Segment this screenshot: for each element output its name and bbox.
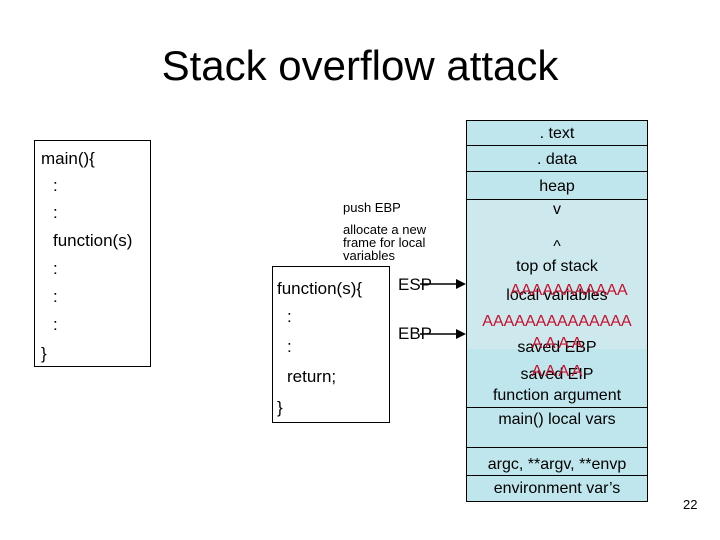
segment-text: . text bbox=[539, 125, 575, 142]
function-line-1: function(s){ bbox=[277, 279, 363, 298]
memory-stack: . text . data heap v ^ top of stack loca… bbox=[466, 120, 648, 502]
stack-gap-region bbox=[467, 199, 647, 349]
stack-growth-arrow: ^ bbox=[553, 238, 561, 255]
argc-argv-cell: argc, **argv, **envp bbox=[487, 456, 627, 473]
function-code-box: function(s){ : : return; } bbox=[272, 266, 390, 423]
slide-title: Stack overflow attack bbox=[161, 42, 559, 89]
main-local-vars-cell: main() local vars bbox=[498, 411, 616, 428]
overflow-ebp-text: A A A A bbox=[531, 335, 583, 352]
segment-data: . data bbox=[536, 151, 578, 168]
stack-divider-3 bbox=[467, 199, 647, 200]
function-line-5: } bbox=[277, 398, 283, 417]
page-number: 22 bbox=[683, 497, 698, 512]
ebp-arrow-head bbox=[456, 329, 466, 339]
esp-arrow-head bbox=[456, 279, 466, 289]
main-line-3: : bbox=[53, 203, 58, 222]
function-line-3: : bbox=[287, 337, 292, 356]
main-line-1: main(){ bbox=[41, 149, 95, 168]
local-variables-cell: local variables bbox=[506, 287, 608, 304]
function-argument-cell: function argument bbox=[492, 387, 622, 404]
stack-divider-4 bbox=[467, 407, 647, 408]
ebp-label: EBP bbox=[398, 324, 433, 343]
segment-heap: heap bbox=[539, 178, 575, 195]
overflow-fill-row: AAAAAAAAAAAAAA bbox=[482, 313, 632, 330]
main-line-2: : bbox=[53, 176, 58, 195]
main-line-6: : bbox=[53, 287, 58, 306]
allocate-note: allocate a new frame for local variables bbox=[343, 223, 426, 262]
allocate-note-line-1: allocate a new bbox=[343, 222, 427, 237]
main-line-7: : bbox=[53, 315, 58, 334]
stack-divider-5 bbox=[467, 447, 647, 448]
function-line-4: return; bbox=[287, 367, 337, 386]
allocate-note-line-3: variables bbox=[343, 248, 396, 263]
main-line-5: : bbox=[53, 259, 58, 278]
function-line-2: : bbox=[287, 307, 292, 326]
main-line-4: function(s) bbox=[53, 231, 133, 250]
saved-eip-cell: saved EIP bbox=[520, 366, 594, 383]
main-line-8: } bbox=[41, 344, 47, 363]
main-code-box: main(){ : : function(s) : : : } bbox=[34, 140, 151, 367]
heap-growth-arrow: v bbox=[553, 201, 561, 218]
stack-divider-1 bbox=[467, 145, 647, 146]
top-of-stack-label: top of stack bbox=[516, 258, 598, 275]
saved-ebp-cell: saved EBP bbox=[517, 339, 597, 356]
stack-divider-2 bbox=[467, 171, 647, 172]
push-ebp-note: push EBP bbox=[343, 200, 401, 215]
allocate-note-line-2: frame for local bbox=[343, 235, 426, 250]
overflow-eip-text: A A A A bbox=[531, 363, 583, 380]
stack-divider-6 bbox=[467, 475, 647, 476]
overflow-local-text: AAAAAAAAAAA bbox=[510, 282, 628, 299]
environment-cell: environment var’s bbox=[493, 480, 621, 497]
esp-label: ESP bbox=[398, 275, 433, 294]
